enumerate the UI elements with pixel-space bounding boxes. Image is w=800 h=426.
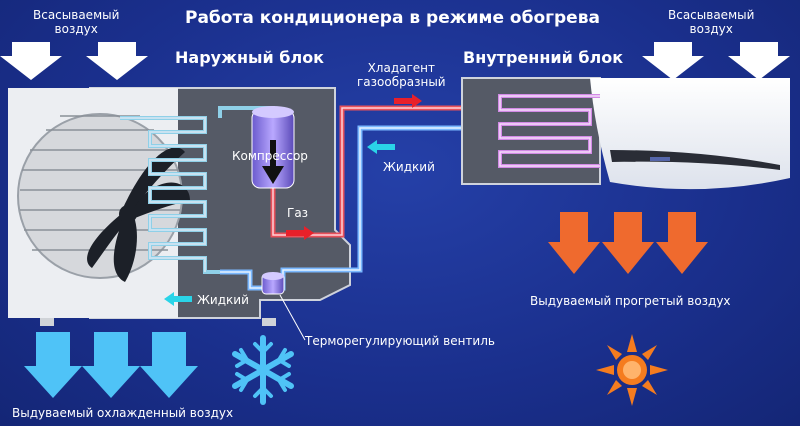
diagram-title: Работа кондиционера в режиме обогрева [185,8,600,28]
outdoor-intake-label: Всасываемый воздух [33,8,120,36]
indoor-unit [461,77,790,190]
gas-label: Газ [287,206,309,220]
valve-label: Терморегулирующий вентиль [305,334,495,348]
indoor-intake-label: Всасываемый воздух [668,8,755,36]
cold-air-arrows [24,332,198,398]
refrigerant-label: Хладагент газообразный [357,61,446,89]
indoor-liquid-label: Жидкий [383,160,435,174]
warm-air-label: Выдуваемый прогретый воздух [530,294,731,308]
valve-leader-line [279,294,306,341]
compressor [251,106,295,189]
outdoor-unit-label: Наружный блок [175,48,325,67]
snowflake-icon [232,335,294,405]
flow-arrows [164,94,422,306]
warm-air-arrows [548,212,708,274]
indoor-intake-arrows [642,42,790,80]
sun-icon [596,334,668,406]
outdoor-intake-arrows [0,42,148,80]
indoor-unit-label: Внутренний блок [463,48,624,67]
expansion-valve [261,272,285,295]
compressor-label: Компрессор [232,149,308,163]
outdoor-liquid-label: Жидкий [197,293,249,307]
cold-air-label: Выдуваемый охлажденный воздух [12,406,234,420]
